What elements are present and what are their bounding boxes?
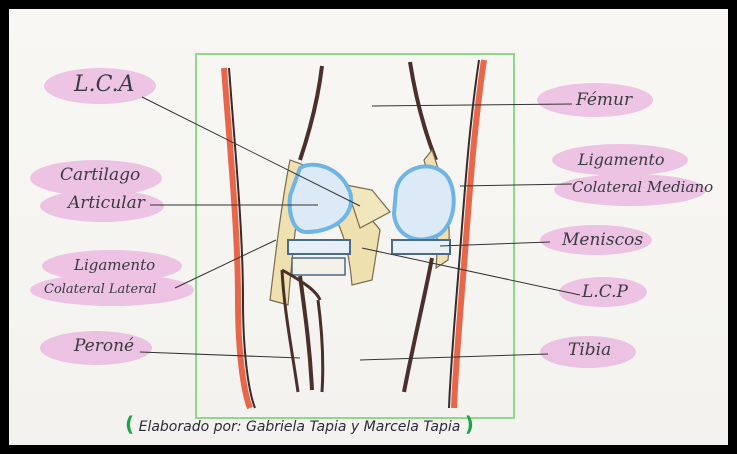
femur-left-edge [300, 66, 322, 160]
label-perone: Peroné [74, 336, 134, 356]
cartilago-condilo-medial [394, 166, 454, 239]
femur-right-edge [410, 62, 436, 160]
label-lig-lateral-line1: Ligamento [74, 256, 155, 274]
credit-close-paren: ) [465, 412, 474, 436]
cartilago-condilo-lateral [290, 165, 352, 232]
label-lig-mediano-line1: Ligamento [578, 150, 665, 169]
menisco-medial [392, 240, 450, 254]
perone-right-edge [318, 300, 323, 392]
label-cartilago-line1: Cartilago [60, 165, 140, 185]
label-lca: L.C.A [74, 72, 135, 97]
tibia-left-edge [300, 276, 312, 390]
credit-text: Elaborado por: Gabriela Tapia y Marcela … [139, 419, 461, 435]
label-lcp: L.C.P [582, 282, 628, 302]
label-lig-lateral-line2: Colateral Lateral [44, 282, 156, 297]
label-femur: Fémur [576, 90, 632, 110]
menisco-lateral [288, 240, 350, 254]
tibia-right-edge [404, 258, 432, 392]
author-credit: ( Elaborado por: Gabriela Tapia y Marcel… [125, 412, 474, 436]
label-meniscos: Meniscos [562, 230, 643, 250]
label-cartilago-line2: Articular [68, 193, 145, 213]
label-lig-mediano-line2: Colateral Mediano [572, 178, 713, 196]
credit-open-paren: ( [125, 412, 134, 436]
label-tibia: Tibia [568, 340, 611, 360]
